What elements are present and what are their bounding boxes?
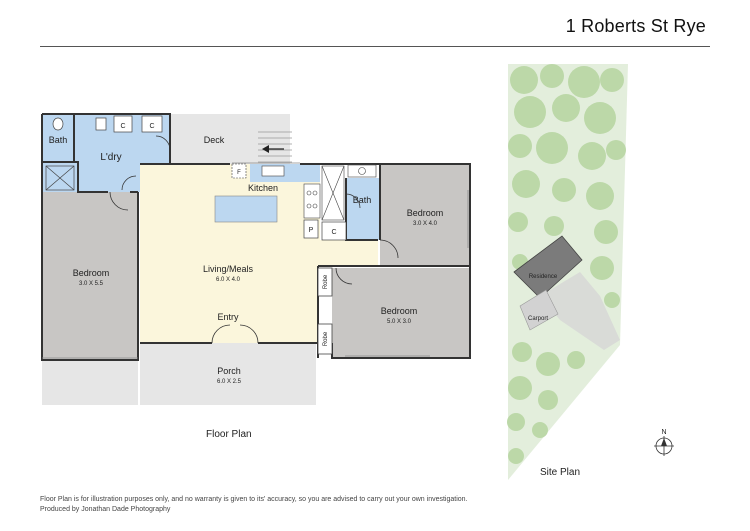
kitchen-label: Kitchen xyxy=(248,183,278,193)
bedroom-top-right-dims: 3.0 X 4.0 xyxy=(413,221,438,227)
site-trees xyxy=(507,64,626,464)
porch-name: Porch xyxy=(217,366,241,376)
floor-plan-windows xyxy=(42,162,469,359)
kitchen-bench xyxy=(250,164,320,182)
kitchen-cupboard xyxy=(321,221,347,241)
bath-right-label: Bath xyxy=(353,195,372,205)
bedroom-left-room xyxy=(42,192,138,360)
laundry-label: L'dry xyxy=(100,152,121,163)
basin-icon xyxy=(347,164,377,178)
bath-left-label: Bath xyxy=(49,135,68,145)
deck-area xyxy=(170,114,290,164)
page-title: 1 Roberts St Rye xyxy=(565,16,706,36)
door-swings xyxy=(109,135,399,344)
site-plan: Residence Carport N xyxy=(507,64,674,480)
site-driveway xyxy=(540,272,620,350)
bedroom-left-name: Bedroom xyxy=(73,268,110,278)
deck-stairs xyxy=(258,131,292,163)
hall-left xyxy=(78,164,140,192)
floor-plan: Bath L'dry C C Deck Kitchen F P C Bath B… xyxy=(41,113,471,405)
bedroom-bottom-right-name: Bedroom xyxy=(381,306,418,316)
kitchen-cupboard-label: C xyxy=(331,229,336,236)
porch-area xyxy=(140,343,316,405)
carport-structure xyxy=(519,289,559,331)
deck-label: Deck xyxy=(204,135,225,145)
disclaimer-line-2: Produced by Jonathan Dade Photography xyxy=(40,506,171,513)
bedroom-left-dims: 3.0 X 5.5 xyxy=(79,281,104,287)
living-name: Living/Meals xyxy=(203,264,254,274)
left-terrace xyxy=(42,360,138,405)
residence-label: Residence xyxy=(529,274,558,280)
cupboard-label-2: C xyxy=(149,123,154,130)
cooktop-icon xyxy=(303,183,321,219)
site-plan-caption: Site Plan xyxy=(540,467,581,478)
robe-bottom xyxy=(317,323,333,355)
floor-plan-caption: Floor Plan xyxy=(206,429,252,440)
bedroom-bottom-right-dims: 5.0 X 3.0 xyxy=(387,319,412,325)
bedroom-top-right-room xyxy=(380,164,470,266)
pantry-box xyxy=(303,219,319,239)
robe-bottom-label: Robe xyxy=(323,331,329,346)
disclaimer: Floor Plan is for illustration purposes … xyxy=(40,495,468,515)
bedroom-top-right-name: Bedroom xyxy=(407,208,444,218)
robe-top xyxy=(317,267,333,297)
living-dims: 6.0 X 4.0 xyxy=(216,277,241,283)
shower-area xyxy=(42,162,78,192)
bedroom-bottom-right-room xyxy=(332,268,470,358)
laundry-tub xyxy=(95,117,107,131)
kitchen-sink xyxy=(261,165,285,177)
pantry-label: P xyxy=(309,227,314,234)
residence-building xyxy=(513,235,583,299)
header-divider xyxy=(40,46,710,47)
cupboard-label-1: C xyxy=(120,123,125,130)
fridge-label: F xyxy=(237,170,241,176)
entry-label: Entry xyxy=(217,312,239,322)
laundry-cupboard-2 xyxy=(141,115,163,133)
fridge-cross-icon xyxy=(321,165,345,221)
toilet-icon xyxy=(52,117,64,131)
fridge-box xyxy=(231,163,247,179)
north-label: N xyxy=(661,429,666,436)
disclaimer-line-1: Floor Plan is for illustration purposes … xyxy=(40,496,468,503)
shower-icon xyxy=(45,165,75,191)
deck-arrow-icon xyxy=(262,145,284,153)
north-arrow-icon xyxy=(654,436,674,456)
porch-dims: 6.0 X 2.5 xyxy=(217,379,242,385)
carport-label: Carport xyxy=(528,316,548,322)
laundry-cupboard-1 xyxy=(113,115,133,133)
kitchen-island xyxy=(214,195,278,223)
robe-top-label: Robe xyxy=(323,274,329,289)
bath-right-room xyxy=(346,178,380,240)
